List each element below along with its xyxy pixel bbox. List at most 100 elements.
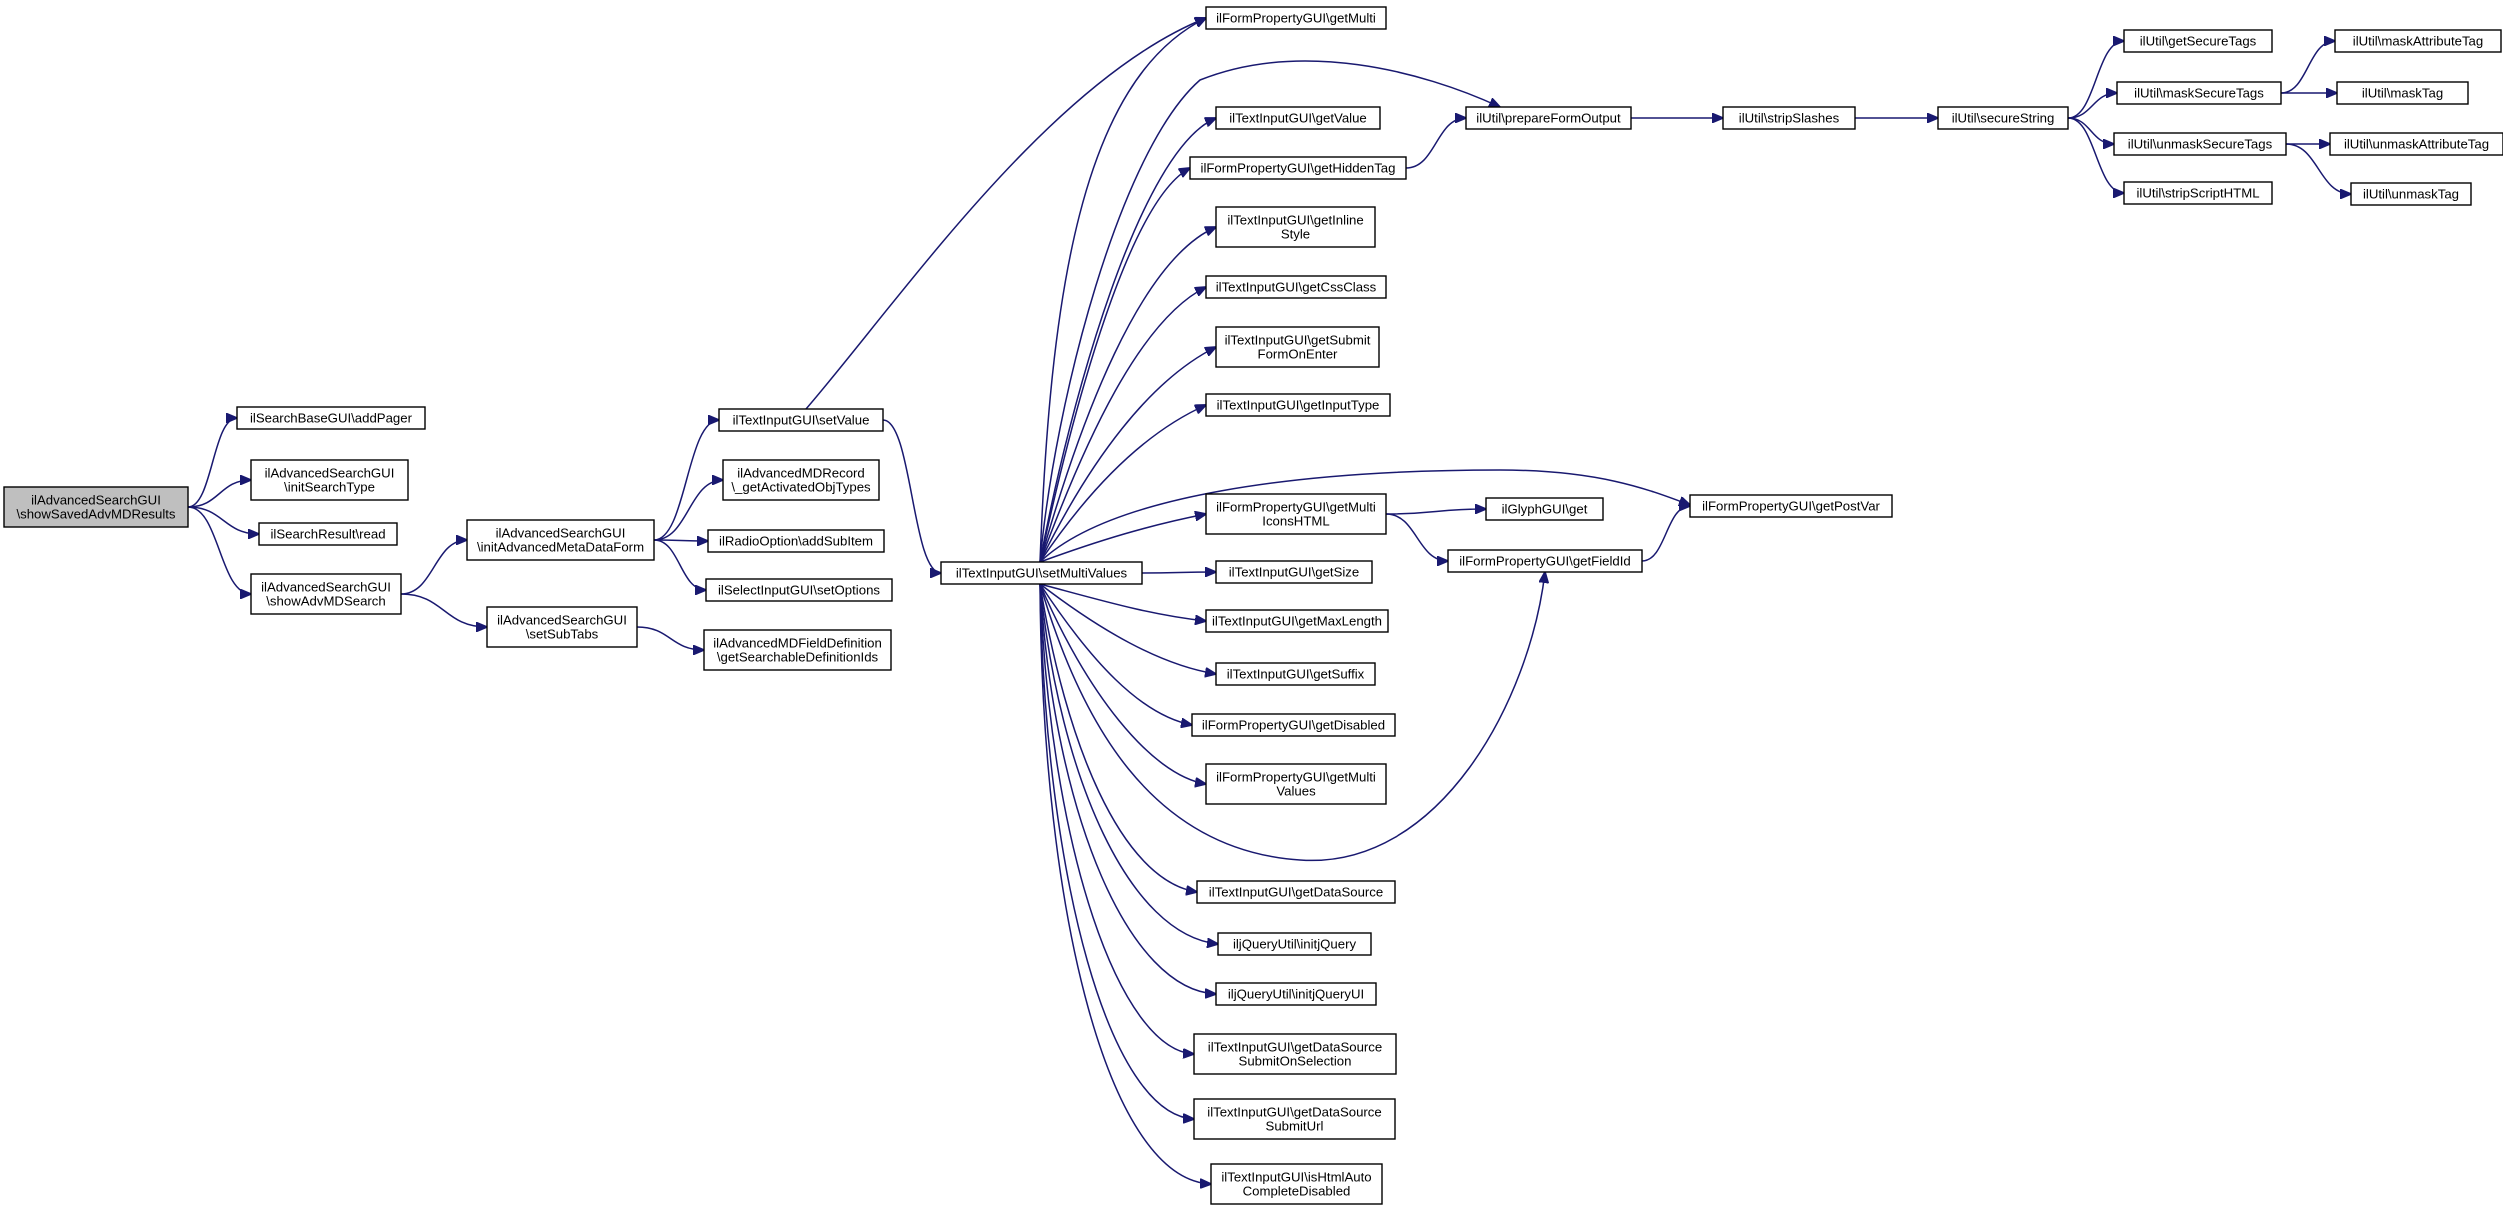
edge-n37-n41 bbox=[2067, 117, 2124, 193]
node-n39[interactable]: ilUtil\maskSecureTags bbox=[2116, 81, 2282, 105]
node-n14[interactable]: ilUtil\prepareFormOutput bbox=[1465, 106, 1632, 130]
node-box[interactable] bbox=[250, 573, 402, 615]
node-box[interactable] bbox=[258, 522, 398, 546]
node-n24[interactable]: ilTextInputGUI\getSuffix bbox=[1215, 662, 1376, 686]
node-n41[interactable]: ilUtil\stripScriptHTML bbox=[2123, 181, 2273, 205]
node-box[interactable] bbox=[1447, 549, 1643, 573]
node-n10[interactable]: ilSelectInputGUI\setOptions bbox=[705, 578, 893, 602]
node-box[interactable] bbox=[705, 578, 893, 602]
node-box[interactable] bbox=[250, 459, 409, 501]
edge-n5-n8 bbox=[653, 480, 723, 541]
node-box[interactable] bbox=[1215, 662, 1376, 686]
node-box[interactable] bbox=[1205, 393, 1391, 417]
node-box[interactable] bbox=[1205, 493, 1387, 535]
node-box[interactable] bbox=[236, 406, 426, 430]
node-n1[interactable]: ilSearchBaseGUI\addPager bbox=[236, 406, 426, 430]
node-n7[interactable]: ilTextInputGUI\setValue bbox=[718, 408, 884, 432]
node-box[interactable] bbox=[1217, 932, 1372, 956]
node-n18[interactable]: ilTextInputGUI\getCssClass bbox=[1205, 275, 1387, 299]
node-box[interactable] bbox=[1485, 497, 1604, 521]
node-box[interactable] bbox=[2123, 29, 2273, 53]
node-n29[interactable]: iljQueryUtil\initjQueryUI bbox=[1215, 982, 1377, 1006]
node-label: iljQueryUtil\initjQueryUI bbox=[1228, 987, 1364, 1002]
node-box[interactable] bbox=[1210, 1163, 1383, 1205]
node-box[interactable] bbox=[1205, 763, 1387, 805]
node-box[interactable] bbox=[1205, 275, 1387, 299]
node-n27[interactable]: ilTextInputGUI\getDataSource bbox=[1196, 880, 1396, 904]
node-label: ilAdvancedSearchGUI bbox=[497, 613, 627, 628]
node-box[interactable] bbox=[2113, 132, 2287, 156]
node-box[interactable] bbox=[2116, 81, 2282, 105]
node-n33[interactable]: ilGlyphGUI\get bbox=[1485, 497, 1604, 521]
node-box[interactable] bbox=[1215, 106, 1381, 130]
node-n9[interactable]: ilRadioOption\addSubItem bbox=[707, 529, 885, 553]
node-n8[interactable]: ilAdvancedMDRecord\_getActivatedObjTypes bbox=[722, 459, 880, 501]
node-n43[interactable]: ilUtil\maskTag bbox=[2336, 81, 2469, 105]
node-n2[interactable]: ilAdvancedSearchGUI\initSearchType bbox=[250, 459, 409, 501]
node-n42[interactable]: ilUtil\maskAttributeTag bbox=[2334, 29, 2502, 53]
node-box[interactable] bbox=[2350, 182, 2472, 206]
node-n25[interactable]: ilFormPropertyGUI\getDisabled bbox=[1191, 713, 1396, 737]
node-box[interactable] bbox=[486, 606, 638, 648]
node-box[interactable] bbox=[1689, 494, 1893, 518]
node-n16[interactable]: ilFormPropertyGUI\getHiddenTag bbox=[1189, 156, 1407, 180]
node-n15[interactable]: ilTextInputGUI\getValue bbox=[1215, 106, 1381, 130]
node-box[interactable] bbox=[1215, 326, 1380, 368]
node-box[interactable] bbox=[1215, 560, 1373, 584]
node-box[interactable] bbox=[1205, 6, 1387, 30]
node-box[interactable] bbox=[703, 629, 892, 671]
node-n40[interactable]: ilUtil\unmaskSecureTags bbox=[2113, 132, 2287, 156]
node-box[interactable] bbox=[707, 529, 885, 553]
node-n5[interactable]: ilAdvancedSearchGUI\initAdvancedMetaData… bbox=[466, 519, 655, 561]
node-box[interactable] bbox=[1937, 106, 2069, 130]
edge-n13-n28 bbox=[1039, 583, 1218, 944]
node-box[interactable] bbox=[3, 486, 189, 528]
node-n20[interactable]: ilTextInputGUI\getInputType bbox=[1205, 393, 1391, 417]
node-box[interactable] bbox=[1193, 1033, 1397, 1075]
node-box[interactable] bbox=[1722, 106, 1856, 130]
node-n30[interactable]: ilTextInputGUI\getDataSourceSubmitOnSele… bbox=[1193, 1033, 1397, 1075]
node-n35[interactable]: ilFormPropertyGUI\getPostVar bbox=[1689, 494, 1893, 518]
node-n0[interactable]: ilAdvancedSearchGUI\showSavedAdvMDResult… bbox=[3, 486, 189, 528]
node-box[interactable] bbox=[722, 459, 880, 501]
node-n6[interactable]: ilAdvancedSearchGUI\setSubTabs bbox=[486, 606, 638, 648]
node-box[interactable] bbox=[1193, 1098, 1396, 1140]
node-n11[interactable]: ilAdvancedMDFieldDefinition\getSearchabl… bbox=[703, 629, 892, 671]
node-n36[interactable]: ilUtil\stripSlashes bbox=[1722, 106, 1856, 130]
node-box[interactable] bbox=[2336, 81, 2469, 105]
node-box[interactable] bbox=[1215, 982, 1377, 1006]
node-n44[interactable]: ilUtil\unmaskAttributeTag bbox=[2329, 132, 2503, 156]
node-box[interactable] bbox=[1189, 156, 1407, 180]
node-n28[interactable]: iljQueryUtil\initjQuery bbox=[1217, 932, 1372, 956]
node-box[interactable] bbox=[2329, 132, 2503, 156]
node-box[interactable] bbox=[940, 561, 1143, 585]
node-n37[interactable]: ilUtil\secureString bbox=[1937, 106, 2069, 130]
node-box[interactable] bbox=[718, 408, 884, 432]
node-n3[interactable]: ilSearchResult\read bbox=[258, 522, 398, 546]
node-n45[interactable]: ilUtil\unmaskTag bbox=[2350, 182, 2472, 206]
node-n34[interactable]: ilFormPropertyGUI\getFieldId bbox=[1447, 549, 1643, 573]
node-box[interactable] bbox=[1215, 206, 1376, 248]
node-box[interactable] bbox=[1196, 880, 1396, 904]
node-box[interactable] bbox=[1191, 713, 1396, 737]
edge-n4-n5 bbox=[400, 540, 467, 595]
edge-n13-n31 bbox=[1039, 583, 1194, 1119]
node-n32[interactable]: ilTextInputGUI\isHtmlAutoCompleteDisable… bbox=[1210, 1163, 1383, 1205]
node-n23[interactable]: ilTextInputGUI\getMaxLength bbox=[1205, 609, 1389, 633]
node-n12[interactable]: ilFormPropertyGUI\getMulti bbox=[1205, 6, 1387, 30]
node-n4[interactable]: ilAdvancedSearchGUI\showAdvMDSearch bbox=[250, 573, 402, 615]
node-n13[interactable]: ilTextInputGUI\setMultiValues bbox=[940, 561, 1143, 585]
node-box[interactable] bbox=[2334, 29, 2502, 53]
node-box[interactable] bbox=[466, 519, 655, 561]
node-n22[interactable]: ilTextInputGUI\getSize bbox=[1215, 560, 1373, 584]
node-box[interactable] bbox=[1465, 106, 1632, 130]
node-box[interactable] bbox=[2123, 181, 2273, 205]
node-n38[interactable]: ilUtil\getSecureTags bbox=[2123, 29, 2273, 53]
node-box[interactable] bbox=[1205, 609, 1389, 633]
